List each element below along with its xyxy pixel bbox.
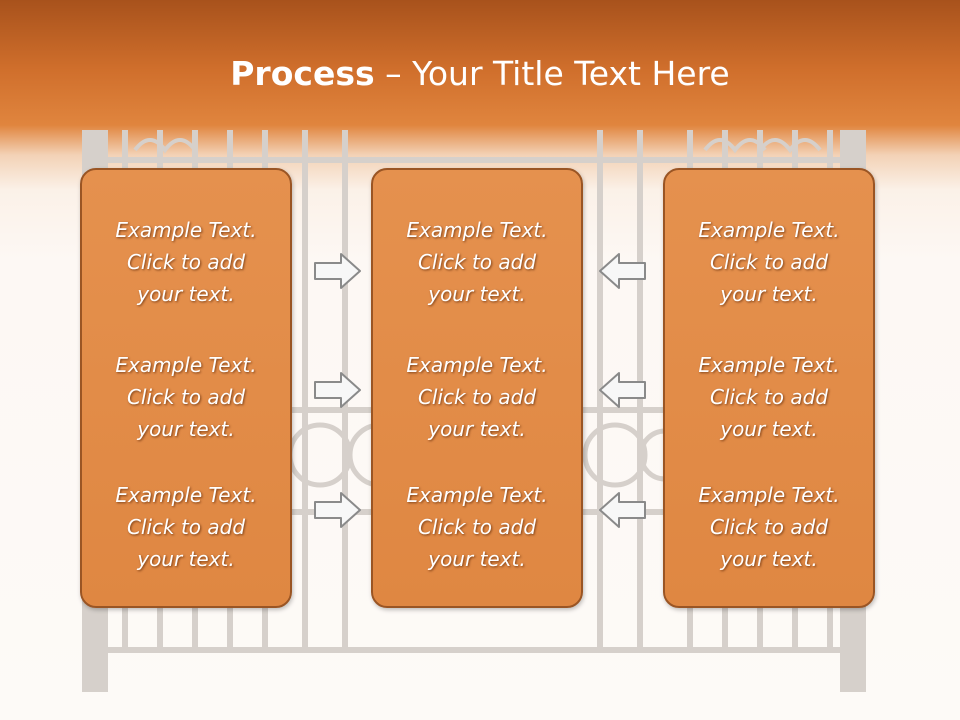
- process-box-right[interactable]: Example Text. Click to add your text. Ex…: [663, 168, 875, 608]
- text-block[interactable]: Example Text. Click to add your text.: [665, 479, 873, 575]
- title-rest-part: – Your Title Text Here: [374, 54, 730, 93]
- arrow-right-icon: [314, 492, 361, 528]
- slide-title: Process – Your Title Text Here: [0, 52, 960, 96]
- text-line: your text.: [720, 547, 818, 571]
- text-line: Click to add: [126, 515, 246, 539]
- arrow-left-icon: [599, 253, 646, 289]
- text-line: Example Text.: [698, 353, 840, 377]
- text-block[interactable]: Example Text. Click to add your text.: [82, 479, 290, 575]
- text-line: Example Text.: [698, 483, 840, 507]
- arrow-left-icon: [599, 492, 646, 528]
- text-line: Example Text.: [406, 218, 548, 242]
- text-line: your text.: [428, 547, 526, 571]
- text-line: Example Text.: [115, 353, 257, 377]
- text-line: Click to add: [417, 250, 537, 274]
- text-block[interactable]: Example Text. Click to add your text.: [665, 349, 873, 445]
- text-line: your text.: [137, 417, 235, 441]
- process-box-left[interactable]: Example Text. Click to add your text. Ex…: [80, 168, 292, 608]
- text-line: Example Text.: [115, 483, 257, 507]
- text-block[interactable]: Example Text. Click to add your text.: [373, 479, 581, 575]
- text-line: Example Text.: [698, 218, 840, 242]
- text-block[interactable]: Example Text. Click to add your text.: [373, 349, 581, 445]
- text-line: your text.: [720, 417, 818, 441]
- text-line: your text.: [428, 282, 526, 306]
- process-box-center[interactable]: Example Text. Click to add your text. Ex…: [371, 168, 583, 608]
- text-line: your text.: [428, 417, 526, 441]
- text-line: Click to add: [126, 250, 246, 274]
- text-line: your text.: [137, 547, 235, 571]
- title-bold-part: Process: [230, 54, 375, 93]
- arrow-left-icon: [599, 372, 646, 408]
- text-line: Click to add: [709, 515, 829, 539]
- text-line: Click to add: [126, 385, 246, 409]
- text-line: Click to add: [417, 385, 537, 409]
- text-line: Example Text.: [406, 483, 548, 507]
- text-block[interactable]: Example Text. Click to add your text.: [82, 349, 290, 445]
- arrow-right-icon: [314, 253, 361, 289]
- text-block[interactable]: Example Text. Click to add your text.: [373, 214, 581, 310]
- text-line: Click to add: [417, 515, 537, 539]
- text-block[interactable]: Example Text. Click to add your text.: [82, 214, 290, 310]
- text-block[interactable]: Example Text. Click to add your text.: [665, 214, 873, 310]
- text-line: Click to add: [709, 250, 829, 274]
- arrow-right-icon: [314, 372, 361, 408]
- text-line: Example Text.: [406, 353, 548, 377]
- text-line: Click to add: [709, 385, 829, 409]
- text-line: your text.: [720, 282, 818, 306]
- text-line: your text.: [137, 282, 235, 306]
- text-line: Example Text.: [115, 218, 257, 242]
